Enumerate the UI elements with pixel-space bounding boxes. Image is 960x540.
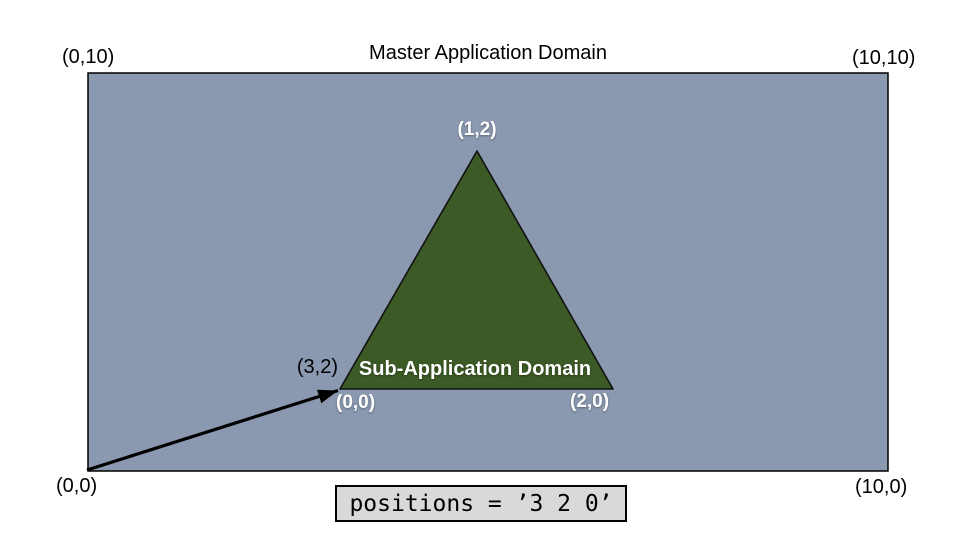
sub-domain-origin-label: (0,0) [336, 392, 376, 413]
master-corner-label-top-left: (0,10) [62, 46, 115, 68]
master-corner-label-bottom-left: (0,0) [56, 475, 98, 497]
sub-domain-triangle [339, 150, 614, 390]
sub-domain-apex-label: (1,2) [457, 119, 497, 140]
positions-code-text: positions = ’3 2 0’ [349, 490, 613, 517]
translation-arrow [86, 388, 339, 472]
sub-domain-title: Sub-Application Domain [358, 358, 592, 380]
master-corner-label-bottom-right: (10,0) [855, 476, 908, 498]
master-corner-label-top-right: (10,10) [852, 47, 916, 69]
positions-code-box: positions = ’3 2 0’ [335, 485, 627, 522]
sub-domain-bottom-right-label: (2,0) [570, 391, 610, 412]
master-domain-title: Master Application Domain [369, 42, 607, 64]
arrow-target-label: (3,2) [296, 356, 338, 378]
